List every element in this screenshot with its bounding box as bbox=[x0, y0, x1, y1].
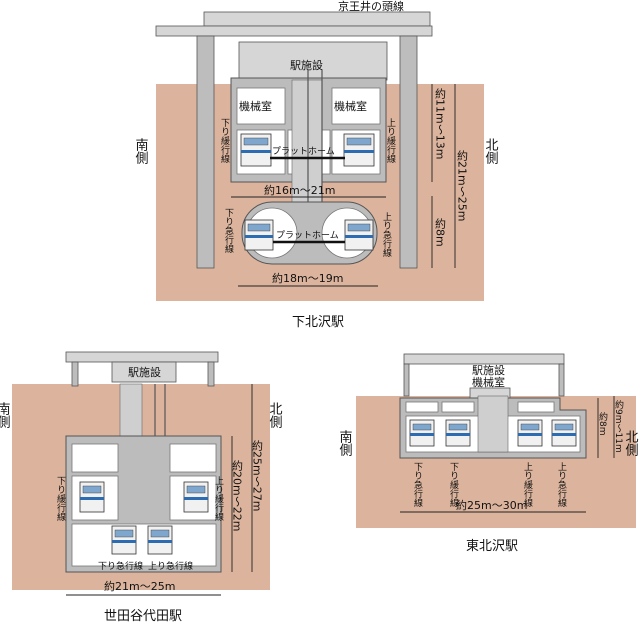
train-icon bbox=[344, 219, 374, 251]
setagayadaita-title: 世田谷代田駅 bbox=[104, 609, 182, 624]
train-icon bbox=[445, 419, 471, 447]
track-down-exp: 下り急行線 bbox=[412, 462, 423, 507]
track-up-slow: 上り緩行線 bbox=[385, 118, 396, 163]
platform-lower-label: プラットホーム bbox=[276, 230, 339, 241]
track-down-exp: 下り急行線 bbox=[98, 560, 143, 572]
north-label: 北側 bbox=[623, 430, 639, 456]
train-icon bbox=[79, 481, 105, 513]
dim-depth-total: 約25m～27m bbox=[251, 439, 264, 512]
train-icon bbox=[183, 481, 209, 513]
machine-room-left bbox=[236, 87, 286, 125]
room bbox=[405, 401, 439, 413]
track-up-slow: 上り緩行線 bbox=[522, 462, 533, 507]
platform-upper-label: プラットホーム bbox=[272, 146, 335, 157]
train-icon bbox=[409, 419, 435, 447]
train-icon bbox=[244, 219, 274, 251]
facility-label: 駅施設 bbox=[128, 365, 161, 379]
room bbox=[71, 443, 119, 473]
stair-icon bbox=[291, 79, 323, 211]
train-icon bbox=[240, 133, 272, 167]
south-label: 南側 bbox=[337, 429, 353, 456]
train-icon bbox=[343, 133, 375, 167]
pile bbox=[403, 363, 410, 397]
machine-room-left-label: 機械室 bbox=[239, 99, 272, 113]
facility-label: 駅施設 bbox=[472, 363, 505, 377]
shimokitazawa-title: 下北沢駅 bbox=[292, 315, 344, 330]
setagayadaita-section: 駅施設 下り緩行線 上り緩行線 下り急 bbox=[0, 351, 283, 624]
shimokitazawa-section: 京王井の頭線 駅施設 機械室 機械室 プラットホーム bbox=[133, 0, 499, 330]
machine-room-right bbox=[331, 87, 381, 125]
track-down-slow: 下り緩行線 bbox=[219, 118, 230, 163]
track-up-exp: 上り急行線 bbox=[556, 462, 567, 507]
facility-building bbox=[111, 361, 177, 383]
bridge-deck bbox=[65, 351, 219, 363]
dim-width-lower: 約18m～19m bbox=[272, 271, 343, 285]
dim-depth-2: 約9m～11m bbox=[613, 399, 624, 453]
pile bbox=[71, 361, 79, 387]
south-label: 南側 bbox=[133, 137, 149, 164]
higashikitazawa-title: 東北沢駅 bbox=[466, 538, 518, 554]
track-up-slow: 上り緩行線 bbox=[213, 476, 224, 521]
track-down-exp: 下り急行線 bbox=[223, 208, 234, 253]
room bbox=[517, 401, 555, 413]
train-icon bbox=[111, 525, 137, 555]
dim-depth-total: 約21m～25m bbox=[456, 149, 469, 222]
facility-building bbox=[238, 41, 388, 81]
room bbox=[441, 401, 475, 413]
dim-width: 約21m～25m bbox=[104, 579, 175, 593]
pile-left bbox=[196, 35, 215, 269]
track-down-slow: 下り緩行線 bbox=[55, 476, 66, 521]
dim-depth-lower: 約8m bbox=[434, 217, 447, 247]
dim-width-upper: 約16m～21m bbox=[264, 183, 335, 197]
bridge-deck bbox=[203, 11, 431, 27]
train-icon bbox=[551, 419, 577, 447]
pile-right bbox=[399, 35, 418, 269]
dim-depth-1: 約8m bbox=[597, 411, 608, 436]
train-icon bbox=[147, 525, 173, 555]
track-up-exp: 上り急行線 bbox=[148, 560, 193, 572]
north-label: 北側 bbox=[483, 138, 499, 164]
bridge-deck bbox=[403, 353, 565, 365]
lower-track-bay bbox=[71, 523, 217, 567]
north-label: 北側 bbox=[267, 402, 283, 428]
dim-width: 約25m～30m bbox=[456, 498, 527, 512]
train-icon bbox=[517, 419, 543, 447]
bridge-beam bbox=[155, 25, 433, 37]
track-up-exp: 上り急行線 bbox=[381, 212, 392, 257]
stair-icon bbox=[477, 395, 509, 453]
machine-room-right-label: 機械室 bbox=[334, 99, 367, 113]
dim-depth-inner: 約20m～22m bbox=[231, 459, 244, 532]
pile bbox=[207, 361, 215, 387]
room bbox=[169, 443, 217, 473]
higashikitazawa-section: 駅施設 機械室 下り急行線 下り緩行線 上り緩行線 bbox=[337, 353, 639, 554]
top-line-label: 京王井の頭線 bbox=[338, 0, 404, 13]
pile bbox=[558, 363, 565, 397]
machine-room-label: 機械室 bbox=[472, 375, 505, 389]
south-label: 南側 bbox=[0, 401, 10, 428]
facility-label: 駅施設 bbox=[290, 58, 323, 72]
dim-depth-upper: 約11m～13m bbox=[434, 87, 447, 160]
track-down-slow: 下り緩行線 bbox=[448, 462, 459, 507]
